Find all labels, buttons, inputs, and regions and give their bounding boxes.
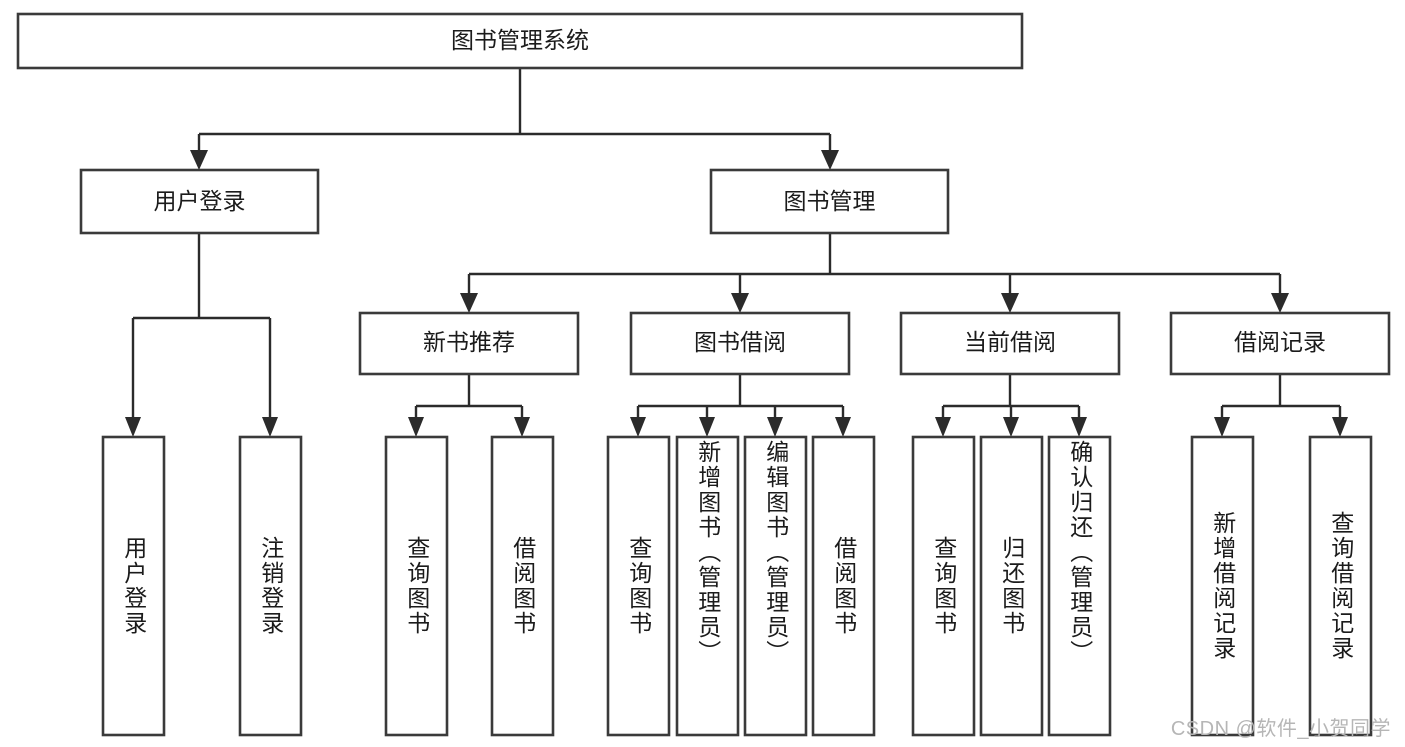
arrow-head-leaf-user-login (125, 417, 141, 437)
arrow-head-leaf-currentborrow-3 (1071, 417, 1087, 437)
leaf-box-book-borrow-3[interactable] (811, 435, 876, 737)
node-borrow-record-box[interactable] (1169, 311, 1391, 376)
leaf-box-current-borrow-0[interactable] (911, 435, 976, 737)
arrow-head-leaf-bookborrow-3 (767, 417, 783, 437)
leaf-box-book-borrow-2[interactable] (743, 435, 808, 737)
watermark-text: CSDN @软件_小贺同学 (1170, 718, 1391, 740)
leaf-box-user-login-0[interactable] (101, 435, 166, 737)
node-borrow-record-label: 借阅记录 (1234, 329, 1326, 355)
node-book-manage-label: 图书管理 (784, 188, 876, 214)
arrow-head-leaf-newbook-2 (514, 417, 530, 437)
arrow-head-leaf-borrowrecord-1 (1214, 417, 1230, 437)
arrow-head-leaf-bookborrow-4 (835, 417, 851, 437)
leaf-box-book-borrow-0[interactable] (606, 435, 671, 737)
arrow-head-leaf-currentborrow-1 (935, 417, 951, 437)
arrow-head-book-manage (821, 150, 839, 170)
arrow-head-current-borrow (1001, 293, 1019, 313)
node-user-login-box[interactable] (79, 168, 320, 235)
leaf-box-new-book-1[interactable] (490, 435, 555, 737)
connector-layer (125, 68, 1348, 437)
arrow-head-user-login (190, 150, 208, 170)
leaf-box-book-borrow-1[interactable] (675, 435, 740, 737)
arrow-head-leaf-bookborrow-2 (699, 417, 715, 437)
node-book-manage-box[interactable] (709, 168, 950, 235)
leaf-box-borrow-record-0[interactable] (1190, 435, 1255, 737)
node-root-box[interactable] (16, 12, 1024, 70)
arrow-head-leaf-newbook-1 (408, 417, 424, 437)
leaf-box-new-book-0[interactable] (384, 435, 449, 737)
arrow-head-leaf-currentborrow-2 (1003, 417, 1019, 437)
node-layer: 图书管理系统 用户登录 图书管理 新书推荐 图书借阅 当前借阅 借阅记录 (16, 12, 1391, 737)
leaf-box-current-borrow-1[interactable] (979, 435, 1044, 737)
node-new-book-recommend-label: 新书推荐 (423, 329, 515, 355)
arrow-head-borrow-record (1271, 293, 1289, 313)
arrow-head-book-borrow (731, 293, 749, 313)
leaf-box-current-borrow-2[interactable] (1047, 435, 1112, 737)
arrow-head-leaf-logout (262, 417, 278, 437)
node-current-borrow-box[interactable] (899, 311, 1121, 376)
arrow-head-leaf-borrowrecord-2 (1332, 417, 1348, 437)
node-user-login-label: 用户登录 (154, 188, 246, 214)
node-current-borrow-label: 当前借阅 (964, 329, 1056, 355)
node-book-borrow-label: 图书借阅 (694, 329, 786, 355)
leaf-box-user-login-1[interactable] (238, 435, 303, 737)
arrow-head-leaf-bookborrow-1 (630, 417, 646, 437)
arrow-head-new-book-recommend (460, 293, 478, 313)
node-book-borrow-box[interactable] (629, 311, 851, 376)
node-root-label: 图书管理系统 (451, 27, 589, 53)
node-new-book-recommend-box[interactable] (358, 311, 580, 376)
leaf-box-borrow-record-1[interactable] (1308, 435, 1373, 737)
